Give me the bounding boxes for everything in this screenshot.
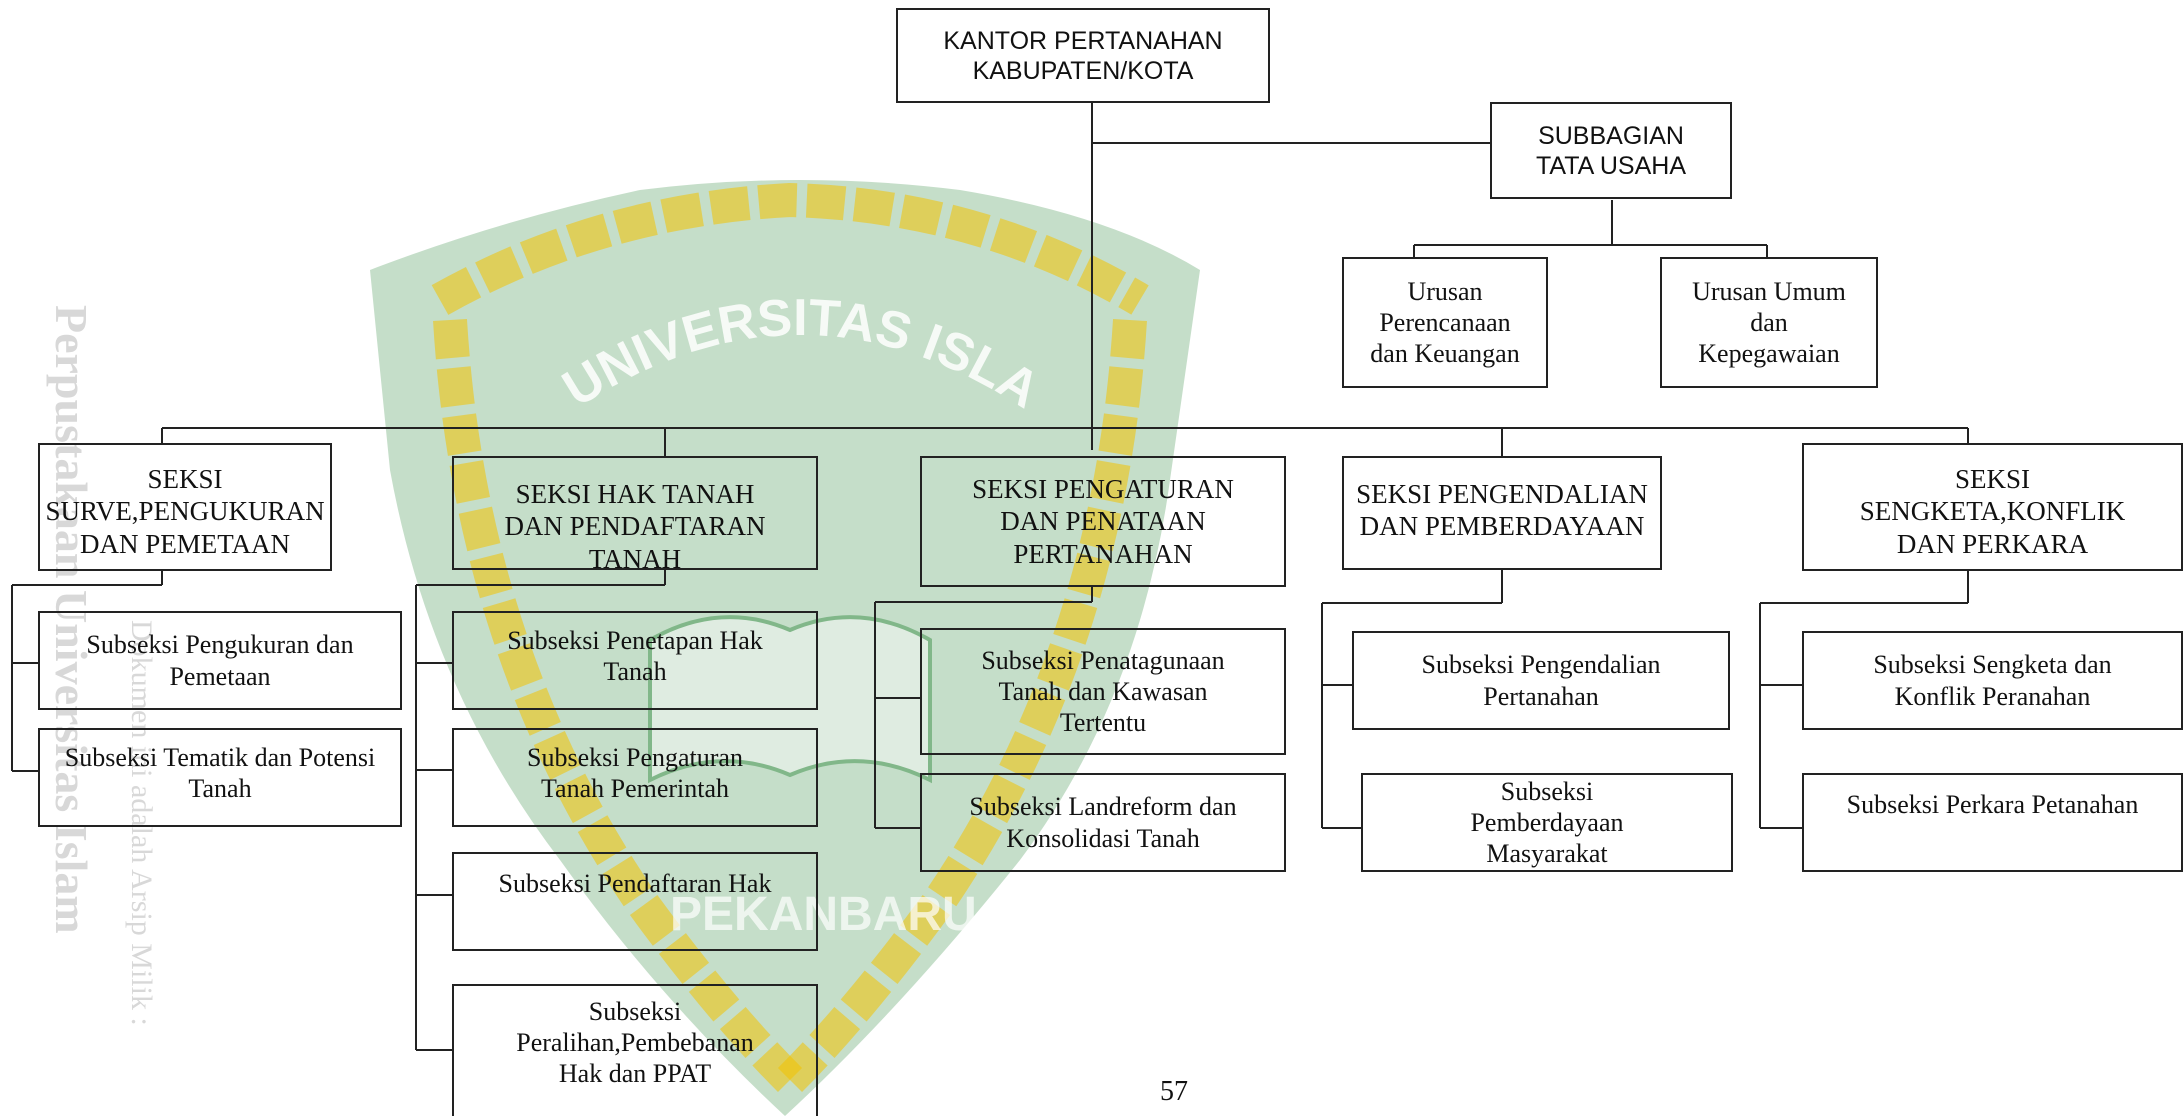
section-pengaturan: SEKSI PENGATURAN DAN PENATAAN PERTANAHAN bbox=[920, 456, 1286, 587]
section-survey: SEKSI SURVE,PENGUKURAN DAN PEMETAAN bbox=[38, 443, 332, 571]
sub-penetapan-hak: Subseksi Penetapan Hak Tanah bbox=[452, 611, 818, 710]
sub-pengaturan-tanah: Subseksi Pengaturan Tanah Pemerintah bbox=[452, 728, 818, 827]
section-hak-tanah: SEKSI HAK TANAH DAN PENDAFTARAN TANAH bbox=[452, 456, 818, 574]
section-sengketa: SEKSI SENGKETA,KONFLIK DAN PERKARA bbox=[1802, 443, 2183, 571]
root-node: KANTOR PERTANAHAN KABUPATEN/KOTA bbox=[896, 8, 1270, 103]
section-pengendalian: SEKSI PENGENDALIAN DAN PEMBERDAYAAN bbox=[1342, 456, 1662, 570]
seal-bottom-text: PEKANBARU bbox=[670, 888, 977, 941]
sub-penatagunaan: Subseksi Penatagunaan Tanah dan Kawasan … bbox=[920, 628, 1286, 755]
admin-unit-2: Urusan Umum dan Kepegawaian bbox=[1660, 257, 1878, 388]
sub-pengendalian: Subseksi Pengendalian Pertanahan bbox=[1352, 631, 1730, 730]
admin-unit-1: Urusan Perencanaan dan Keuangan bbox=[1342, 257, 1548, 388]
sub-sengketa: Subseksi Sengketa dan Konflik Peranahan bbox=[1802, 631, 2183, 730]
page-number: 57 bbox=[1160, 1076, 1188, 1107]
sub-landreform: Subseksi Landreform dan Konsolidasi Tana… bbox=[920, 773, 1286, 872]
sub-peralihan: Subseksi Peralihan,Pembebanan Hak dan PP… bbox=[452, 984, 818, 1116]
sub-perkara: Subseksi Perkara Petanahan bbox=[1802, 773, 2183, 872]
sub-pengukuran: Subseksi Pengukuran dan Pemetaan bbox=[38, 611, 402, 710]
sub-pemberdayaan: Subseksi Pemberdayaan Masyarakat bbox=[1361, 773, 1733, 872]
admin-node: SUBBAGIAN TATA USAHA bbox=[1490, 102, 1732, 199]
sub-tematik: Subseksi Tematik dan Potensi Tanah bbox=[38, 728, 402, 827]
sub-pendaftaran-hak: Subseksi Pendaftaran Hak bbox=[452, 852, 818, 951]
